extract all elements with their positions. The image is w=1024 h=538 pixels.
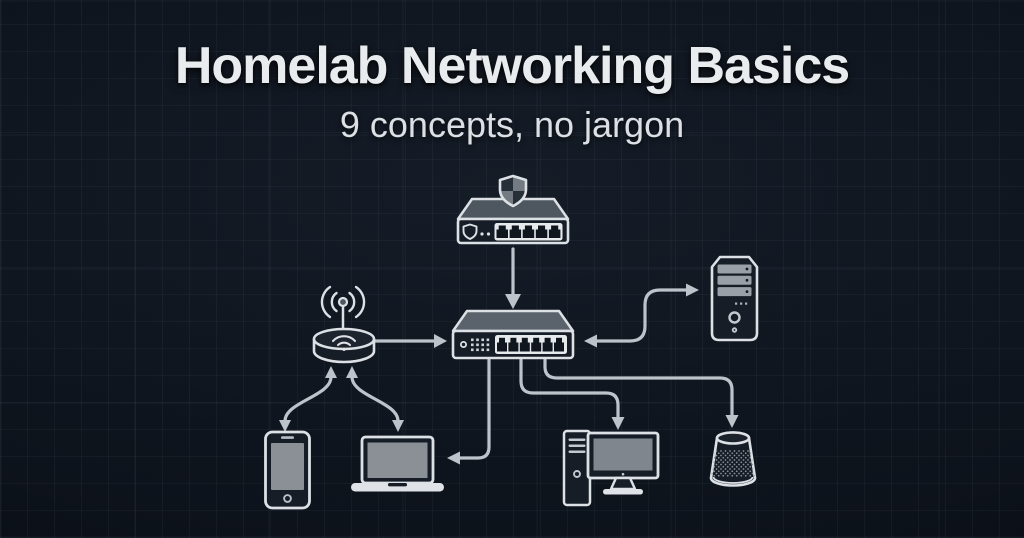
power-button-icon [728, 311, 741, 324]
connector-firewall-to-switch [505, 247, 521, 309]
connector-switch-to-laptop [447, 358, 491, 465]
laptop-screen [367, 442, 428, 478]
connector-router-to-laptop [346, 366, 404, 432]
network-switch-icon [451, 309, 575, 360]
phone-screen [271, 443, 304, 490]
monitor-screen [593, 438, 653, 471]
drive-bays [717, 264, 752, 297]
header: Homelab Networking Basics 9 concepts, no… [0, 0, 1024, 146]
smart-speaker-icon [709, 431, 757, 487]
radio-waves-icon [320, 285, 366, 319]
smartphone-icon [264, 430, 311, 510]
ethernet-ports [494, 223, 563, 241]
status-leds [471, 338, 490, 352]
laptop-icon [351, 435, 444, 492]
connector-switch-to-desktop [519, 358, 625, 430]
speaker-mesh [711, 450, 755, 477]
home-button-icon [283, 494, 292, 503]
wifi-icon [331, 335, 357, 351]
desktop-pc-icon [562, 429, 660, 507]
connector-switch-to-tower [584, 283, 699, 348]
power-led [459, 340, 467, 348]
shield-badge-icon [462, 223, 478, 240]
wifi-access-point-icon [312, 285, 376, 364]
ethernet-ports [495, 335, 567, 354]
page-title: Homelab Networking Basics [174, 37, 850, 95]
firewall-router-icon [456, 174, 570, 245]
connector-router-to-phone [279, 366, 337, 432]
page-subtitle: 9 concepts, no jargon [339, 104, 685, 145]
server-tower-icon [710, 255, 759, 342]
connector-router-to-switch [370, 334, 447, 348]
connector-switch-to-speaker [543, 358, 739, 428]
